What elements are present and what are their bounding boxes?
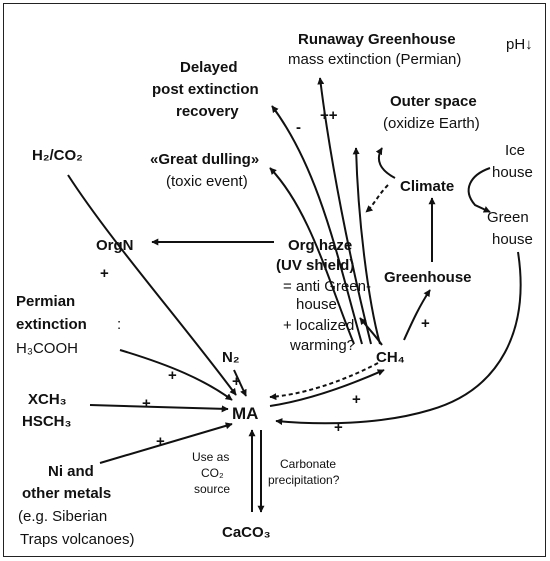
sign-ni: + bbox=[156, 433, 165, 450]
h2co2-label: H₂/CO₂ bbox=[32, 147, 83, 164]
permian-colon: : bbox=[117, 316, 121, 333]
outer-space-title: Outer space bbox=[390, 93, 477, 110]
sign-permian: + bbox=[168, 367, 177, 384]
permian-line-2: extinction bbox=[16, 316, 87, 333]
edge-xch3-to-ma bbox=[89, 404, 229, 413]
delayed-line-1: Delayed bbox=[180, 59, 238, 76]
dulling-title: «Great dulling» bbox=[150, 151, 259, 168]
edge-permian-to-ma bbox=[119, 349, 233, 401]
org-haze-line-6: warming? bbox=[289, 337, 355, 354]
edge-icehouse-to-greenhouse bbox=[467, 167, 491, 213]
orgn-label: OrgN bbox=[96, 237, 134, 254]
edge-ni-to-ma bbox=[99, 422, 233, 464]
carbonate-line-1: Carbonate bbox=[280, 457, 336, 471]
dulling-subtitle: (toxic event) bbox=[166, 173, 248, 190]
greenhouse-state-line-1: Green bbox=[487, 209, 529, 226]
edge-ma-to-ch4 bbox=[269, 369, 385, 407]
xch3-label: XCH₃ bbox=[28, 391, 67, 408]
ma-label: MA bbox=[232, 404, 258, 423]
delayed-line-2: post extinction bbox=[152, 81, 259, 98]
org-haze-line-5: + localized bbox=[283, 317, 354, 334]
sign-xch3: + bbox=[142, 395, 151, 412]
delayed-line-3: recovery bbox=[176, 103, 239, 120]
sign-greenhouse-ma: + bbox=[334, 419, 343, 436]
org-haze-line-2: (UV shield) bbox=[276, 257, 354, 274]
edge-climate-to-outer-space bbox=[375, 147, 396, 179]
ch4-label: CH₄ bbox=[376, 349, 405, 366]
runaway-subtitle: mass extinction (Permian) bbox=[288, 51, 461, 68]
carbonate-line-2: precipitation? bbox=[268, 473, 340, 487]
climate-label: Climate bbox=[400, 178, 454, 195]
sign-h2co2: + bbox=[100, 265, 109, 282]
sign-runaway: ++ bbox=[320, 107, 338, 124]
edge-ch4-to-delayed bbox=[271, 105, 363, 345]
org-haze-line-1: Org haze bbox=[288, 237, 352, 254]
hsch3-label: HSCH₃ bbox=[22, 413, 72, 430]
org-haze-line-4: house bbox=[296, 296, 337, 313]
icehouse-line-1: Ice bbox=[505, 142, 525, 159]
ni-line-4: Traps volcanoes) bbox=[20, 531, 135, 548]
edge-ch4-to-runaway bbox=[317, 77, 372, 345]
edge-greenhouse-to-ma bbox=[275, 251, 522, 426]
edge-ch4-to-dulling bbox=[269, 167, 355, 345]
outer-space-subtitle: (oxidize Earth) bbox=[383, 115, 480, 132]
n2-label: N₂ bbox=[222, 349, 240, 366]
sign-n2: + bbox=[232, 373, 241, 390]
greenhouse-label: Greenhouse bbox=[384, 269, 472, 286]
edge-h2co2-to-ma bbox=[67, 174, 237, 396]
permian-line-1: Permian bbox=[16, 293, 75, 310]
edge-n2-to-ma bbox=[233, 369, 247, 397]
greenhouse-state-line-2: house bbox=[492, 231, 533, 248]
sign-ch4-greenhouse: + bbox=[421, 315, 430, 332]
sign-ma-ch4: + bbox=[352, 391, 361, 408]
ni-line-2: other metals bbox=[22, 485, 111, 502]
sign-delayed: - bbox=[296, 119, 301, 136]
use-as-line-2: CO₂ bbox=[201, 466, 224, 480]
caco3-label: CaCO₃ bbox=[222, 524, 271, 541]
use-as-line-3: source bbox=[194, 482, 230, 496]
ni-line-3: (e.g. Siberian bbox=[18, 508, 107, 525]
icehouse-line-2: house bbox=[492, 164, 533, 181]
org-haze-line-3: = anti Green- bbox=[283, 278, 371, 295]
runaway-title: Runaway Greenhouse bbox=[298, 31, 456, 48]
use-as-line-1: Use as bbox=[192, 450, 229, 464]
permian-line-3: H₃COOH bbox=[16, 340, 78, 357]
edge-ch4-to-greenhouse bbox=[403, 289, 431, 341]
ph-label: pH↓ bbox=[506, 36, 533, 53]
edge-outer-space-to-climate-dashed bbox=[365, 184, 389, 213]
edge-ch4-to-outer-space bbox=[352, 147, 381, 345]
ni-line-1: Ni and bbox=[48, 463, 94, 480]
diagram-frame bbox=[3, 3, 546, 557]
